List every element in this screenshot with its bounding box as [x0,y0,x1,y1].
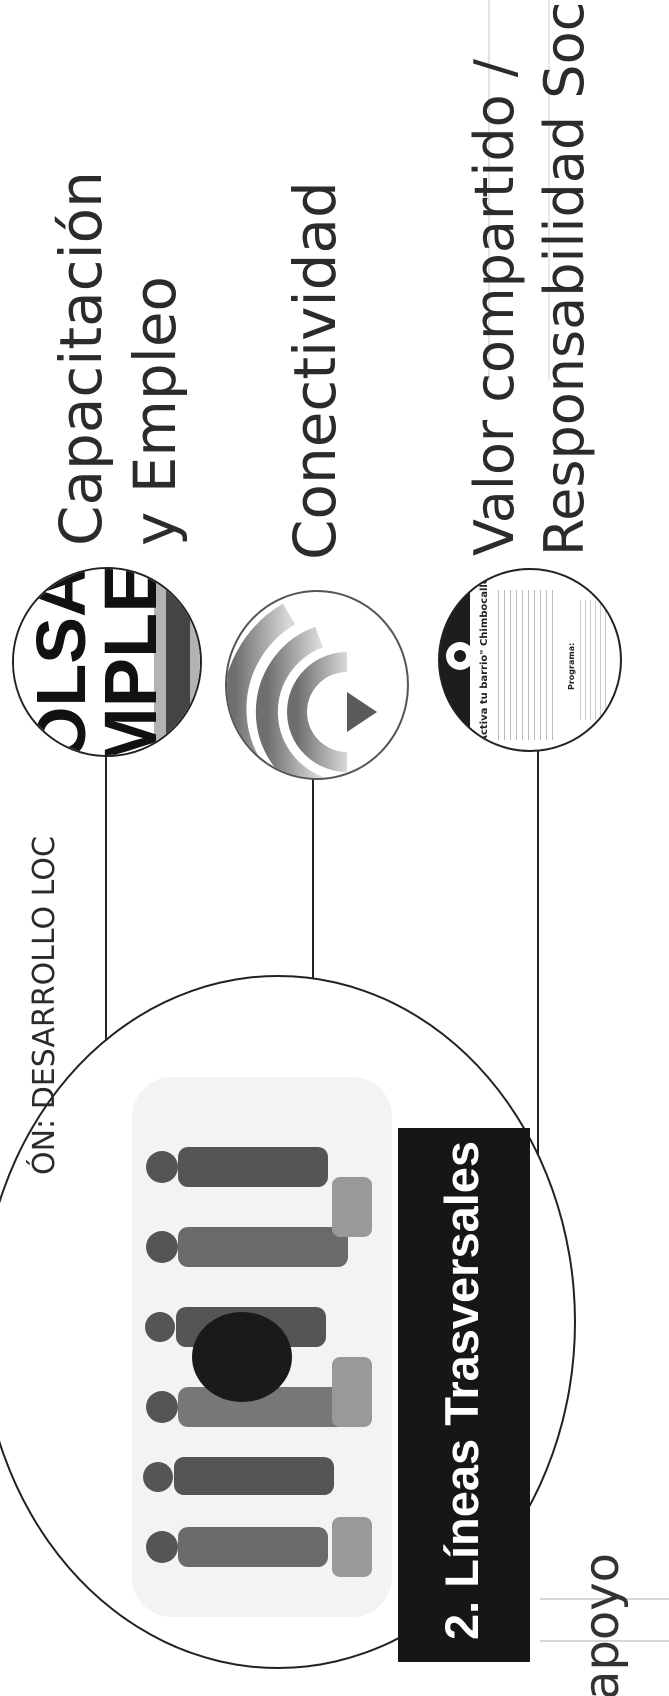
label-responsabilidad-social: Responsabilidad Social [538,0,592,556]
main-badge-label: 2. Líneas Trasversales [438,1141,485,1640]
empleo-text: MPLE [94,567,168,757]
poster-text-lines [498,590,558,740]
label-valor-compartido: Valor compartido / [468,59,522,556]
label-empleo: y Empleo [126,276,184,546]
partial-header-text: ÓN: DESARROLLO LOC [30,836,60,1175]
bolsa-empleo-icon: OLSA MPLE [12,567,202,757]
main-badge: 2. Líneas Trasversales [398,1128,530,1662]
wifi-arcs [227,592,407,778]
bolsa-text: OLSA [26,567,96,757]
label-conectividad: Conectividad [286,181,344,560]
document-poster-icon: "Activa tu barrio" Chimbocalle Programa: [438,568,622,752]
poster-title: "Activa tu barrio" Chimbocalle [480,577,490,748]
poster-heading: Programa: [568,643,576,690]
wifi-signal-icon [225,590,409,780]
label-capacitacion: Capacitación [52,171,110,546]
partial-bottom-word: apoyo [578,1553,626,1696]
